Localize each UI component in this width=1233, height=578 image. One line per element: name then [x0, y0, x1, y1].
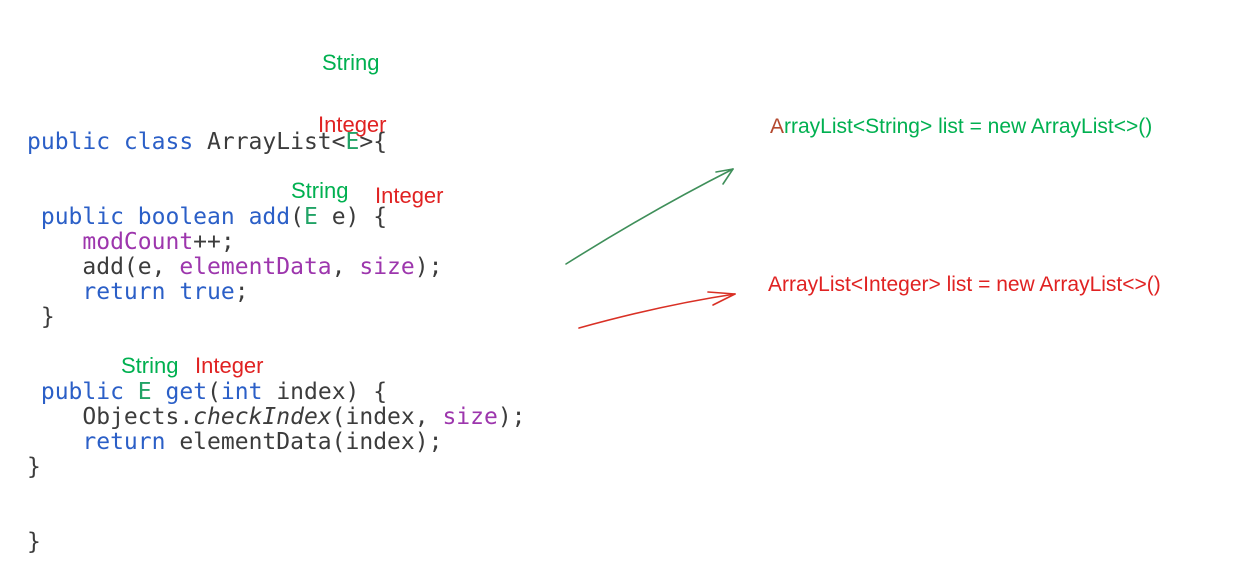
code-line — [27, 180, 526, 205]
code-line — [27, 480, 526, 505]
code-token: elementData(index); — [165, 429, 443, 455]
code-token: } — [27, 454, 41, 480]
code-token: , — [331, 254, 360, 280]
code-token: elementData — [179, 254, 332, 280]
code-token: >{ — [359, 129, 388, 155]
code-line: } — [27, 305, 526, 330]
code-token: E — [345, 129, 360, 155]
code-line: add(e, elementData, size); — [27, 255, 526, 280]
code-token: ( — [207, 379, 221, 405]
red-arrow-head — [707, 291, 736, 306]
code-token: } — [27, 304, 55, 330]
code-line: } — [27, 455, 526, 480]
code-line: return true; — [27, 280, 526, 305]
code-line: } — [27, 530, 526, 555]
code-token — [27, 379, 41, 405]
annotation-class-integer-label: Integer — [318, 112, 387, 137]
code-token: ); — [497, 404, 526, 430]
code-token: checkIndex — [193, 404, 332, 430]
code-line — [27, 355, 526, 380]
code-token: return — [82, 429, 166, 455]
code-line — [27, 330, 526, 355]
code-token: ; — [234, 279, 249, 305]
code-token: get — [165, 379, 208, 405]
code-line: public E get(int index) { — [27, 380, 526, 405]
code-token — [27, 204, 41, 230]
code-line: public boolean add(E e) { — [27, 205, 526, 230]
string-instantiation-example: ArrayList<String> list = new ArrayList<>… — [770, 115, 1152, 139]
integer-instantiation-example: ArrayList<Integer> list = new ArrayList<… — [768, 273, 1161, 296]
code-token: size — [359, 254, 415, 280]
code-token: e) { — [317, 204, 388, 230]
green-arrow-head — [715, 168, 734, 185]
code-token: E — [137, 379, 152, 405]
code-token: ArrayList< — [207, 129, 346, 155]
code-token: public — [40, 379, 138, 405]
code-token: add(e, — [27, 254, 180, 280]
code-token: index) { — [262, 379, 388, 405]
annotation-class-string-label: String — [322, 50, 380, 75]
code-line — [27, 505, 526, 530]
code-token: rrayList<String> list = new ArrayList<>(… — [784, 115, 1153, 138]
code-token — [27, 229, 82, 255]
annotation-get-string-label: String — [121, 353, 179, 378]
code-token: ); — [414, 254, 443, 280]
code-token: Objects. — [27, 404, 194, 430]
code-token — [27, 429, 82, 455]
code-token: E — [303, 204, 318, 230]
code-token: ( — [290, 204, 304, 230]
code-token: ++; — [193, 229, 235, 255]
annotation-add-string-label: String — [291, 178, 349, 203]
code-token: modCount — [82, 229, 194, 255]
green-arrow-line — [565, 168, 734, 265]
code-line: public class ArrayList<E>{ — [27, 130, 526, 155]
code-token: int — [220, 379, 263, 405]
code-token: A — [770, 115, 785, 138]
code-line: Objects.checkIndex(index, size); — [27, 404, 526, 430]
code-token: (index, — [331, 404, 443, 430]
code-token — [152, 379, 166, 405]
code-token: size — [442, 404, 498, 430]
annotation-add-integer-label: Integer — [375, 183, 444, 208]
code-token: public class — [27, 129, 208, 155]
code-line: return elementData(index); — [27, 430, 526, 455]
red-arrow-line — [578, 293, 736, 329]
code-line: modCount++; — [27, 230, 526, 255]
code-token: } — [27, 529, 41, 555]
code-token: return true — [82, 279, 235, 305]
code-token: public boolean — [40, 204, 249, 230]
code-block: public class ArrayList<E>{ public boolea… — [27, 130, 526, 555]
annotation-get-integer-label: Integer — [195, 353, 264, 378]
code-line — [27, 155, 526, 180]
code-token: add — [248, 204, 291, 230]
code-token — [27, 279, 82, 305]
